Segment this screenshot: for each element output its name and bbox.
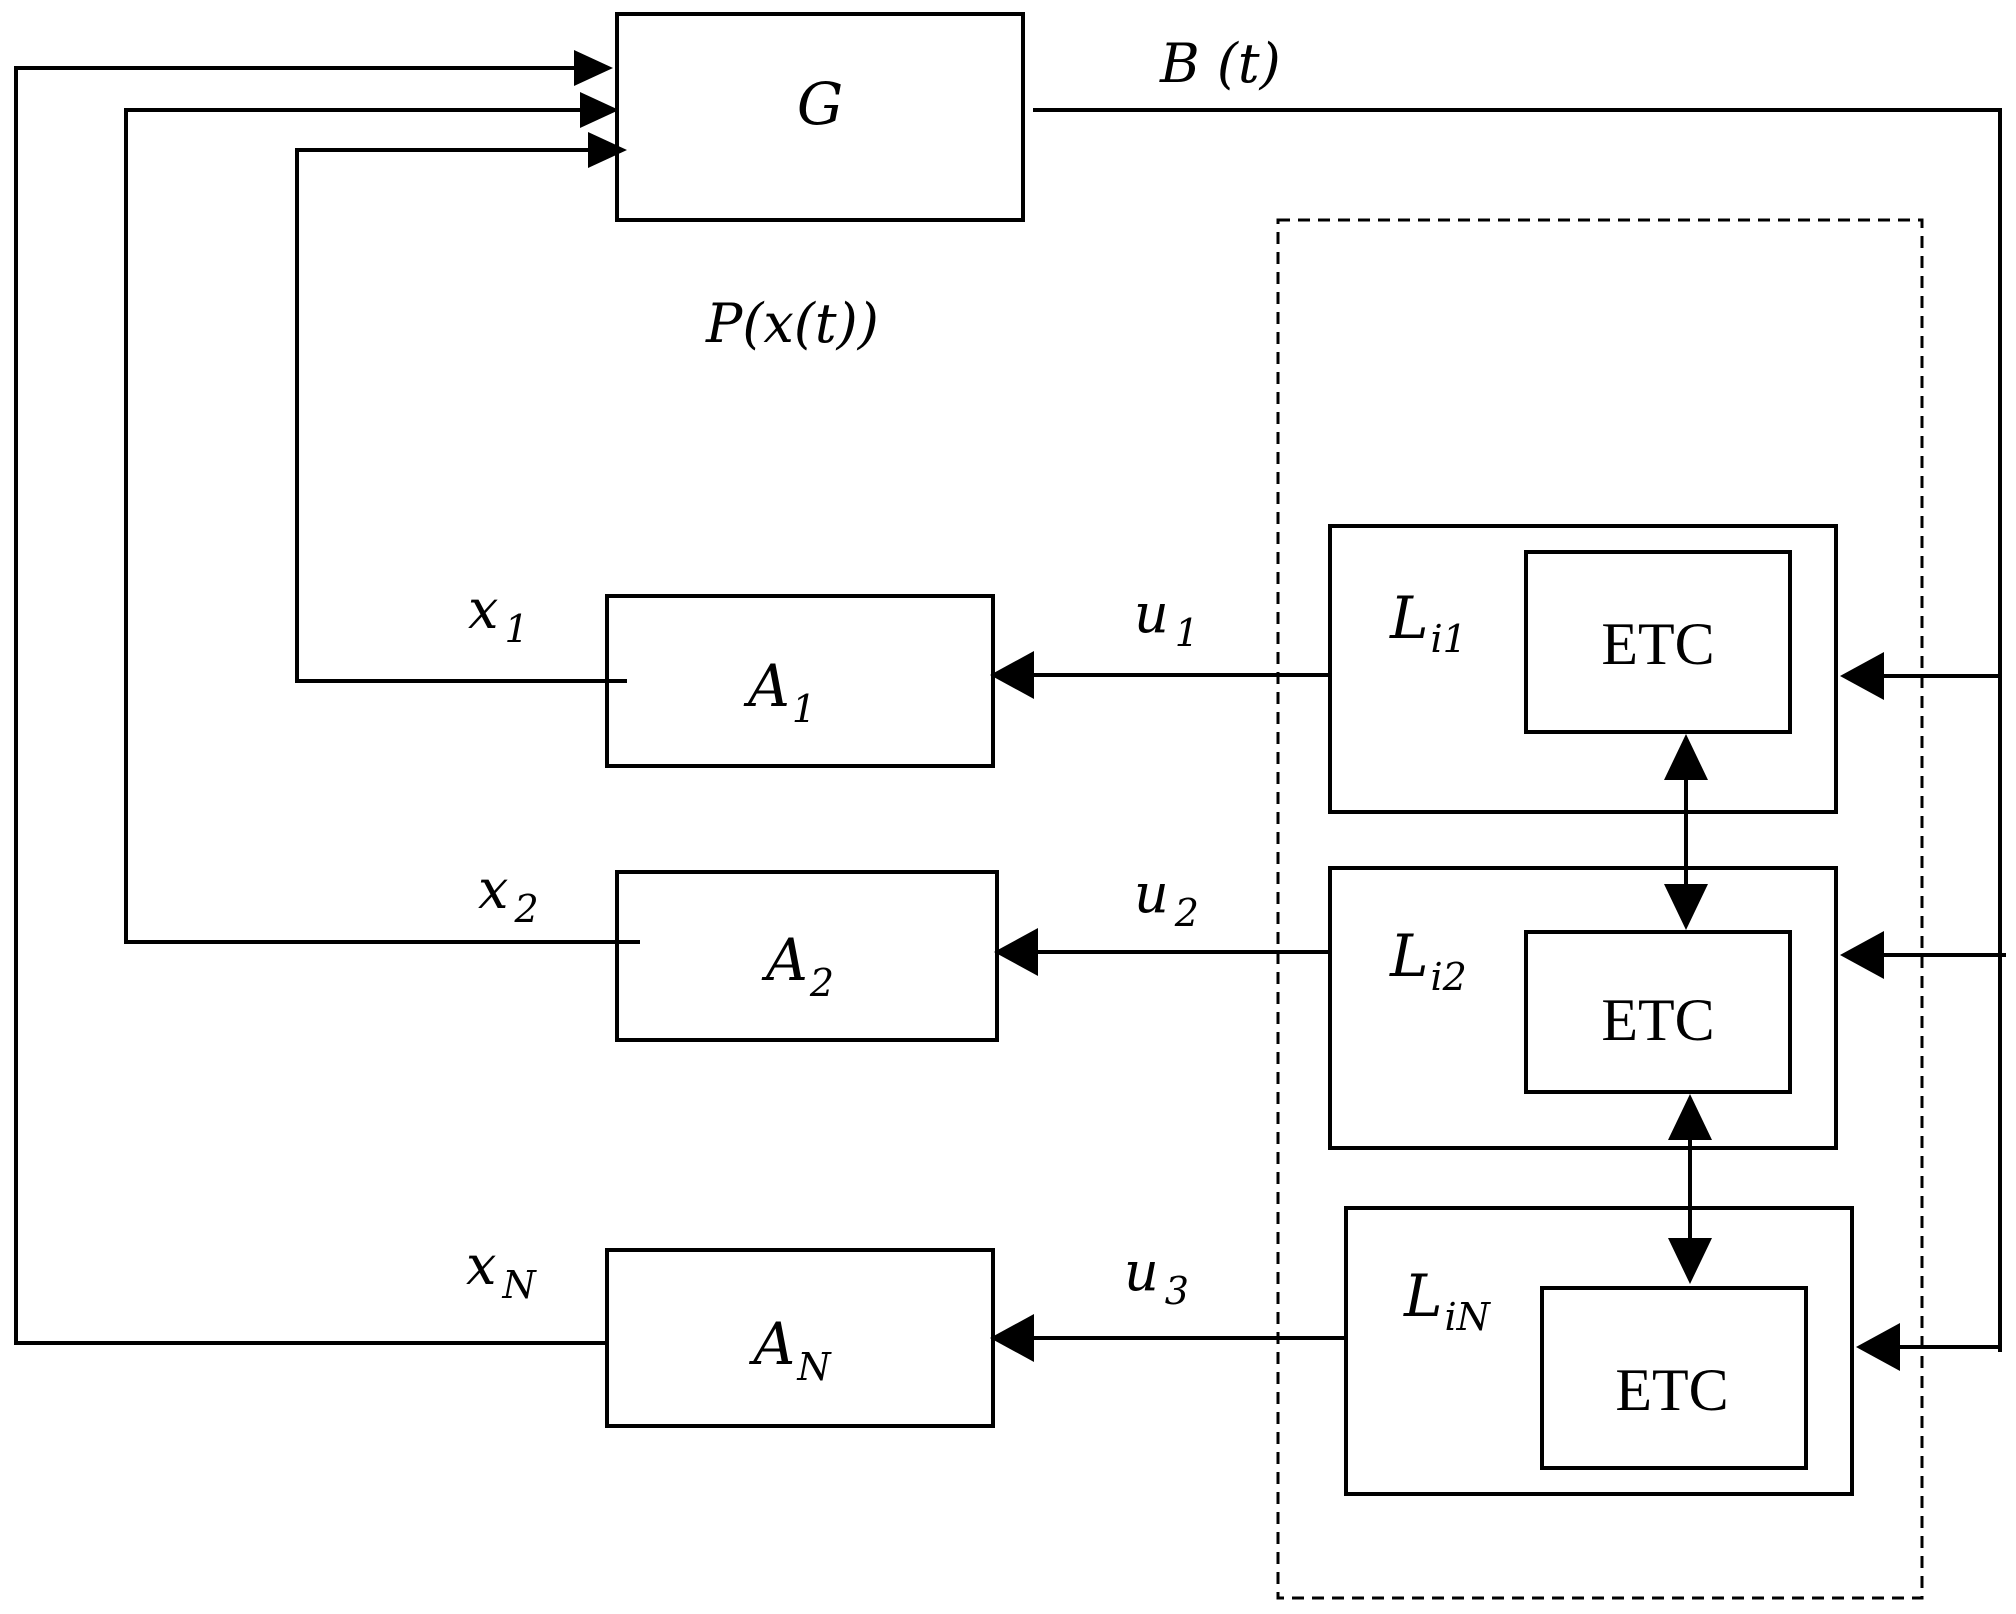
signal-x2-label: x [478, 858, 508, 921]
signal-p-label: P(x(t)) [705, 292, 879, 355]
svg-text:x2: x2 [478, 858, 539, 931]
block-a1-label: A [743, 652, 790, 720]
block-li2-label: L [1389, 922, 1429, 990]
signal-u1-label: u [1134, 582, 1169, 645]
arrow-etc2-up [1668, 1094, 1712, 1140]
arrow-an-in [990, 1314, 1034, 1362]
arrow-lin-in [1856, 1323, 1900, 1371]
block-etc-2: ETC [1524, 930, 1792, 1094]
arrow-li1-in [1840, 652, 1884, 700]
wire-b-bus [1033, 108, 2002, 1352]
block-li1-label: L [1389, 584, 1429, 652]
arrow-lin-down [1668, 1238, 1712, 1284]
block-a2: A2 [615, 870, 999, 1042]
wire-x2-to-g [124, 108, 640, 944]
arrow-etc1-up [1664, 734, 1708, 780]
svg-text:u2: u2 [1134, 862, 1199, 935]
arrow-g-in-x1 [588, 132, 627, 168]
svg-text:AN: AN [748, 1310, 832, 1389]
block-an: AN [605, 1248, 995, 1428]
svg-text:xN: xN [466, 1234, 537, 1307]
controller-group-boundary [1276, 218, 1924, 1600]
block-a2-label: A [761, 926, 808, 994]
block-lin-label: L [1403, 1262, 1443, 1330]
signal-xn-label: x [466, 1234, 496, 1297]
signal-u2-sub: 2 [1174, 891, 1199, 935]
signal-u1-sub: 1 [1175, 611, 1199, 655]
signal-x2-sub: 2 [513, 887, 538, 931]
svg-text:Li1: Li1 [1389, 584, 1467, 661]
block-lin-sub: iN [1445, 1295, 1492, 1339]
arrow-g-in-xn [574, 50, 613, 86]
block-an-sub: N [796, 1345, 832, 1389]
svg-text:u3: u3 [1124, 1240, 1189, 1313]
block-an-label: A [748, 1310, 795, 1378]
svg-text:LiN: LiN [1403, 1262, 1492, 1339]
arrow-etc2-down [1664, 884, 1708, 930]
block-li1-sub: i1 [1431, 617, 1467, 661]
block-a1: A1 [605, 594, 995, 768]
signal-x1-sub: 1 [504, 607, 528, 651]
block-etc-3: ETC [1540, 1286, 1808, 1470]
svg-text:x1: x1 [468, 578, 529, 651]
svg-text:u1: u1 [1134, 582, 1199, 655]
svg-text:A2: A2 [761, 926, 834, 1005]
signal-u3-sub: 3 [1165, 1269, 1189, 1313]
block-g: G [615, 12, 1025, 222]
block-etc-1: ETC [1524, 550, 1792, 734]
arrow-li2-in [1840, 931, 1884, 979]
signal-x1-label: x [468, 578, 498, 641]
block-a2-sub: 2 [809, 961, 834, 1005]
wire-x1-to-g [295, 148, 627, 683]
block-a1-sub: 1 [792, 687, 816, 731]
signal-b-label: B (t) [1159, 32, 1281, 95]
svg-text:A1: A1 [743, 652, 816, 731]
block-li2-sub: i2 [1431, 955, 1467, 999]
signal-xn-sub: N [501, 1263, 537, 1307]
block-g-label: G [797, 70, 843, 138]
arrow-g-in-x2 [580, 92, 619, 128]
block-etc-1-label: ETC [1601, 611, 1714, 677]
wire-xn-to-g [14, 66, 607, 1345]
block-etc-3-label: ETC [1615, 1357, 1728, 1423]
signal-u2-label: u [1134, 862, 1169, 925]
arrow-a1-in [990, 651, 1034, 699]
signal-u3-label: u [1124, 1240, 1159, 1303]
arrow-a2-in [994, 928, 1038, 976]
block-etc-2-label: ETC [1601, 987, 1714, 1053]
svg-text:Li2: Li2 [1389, 922, 1467, 999]
